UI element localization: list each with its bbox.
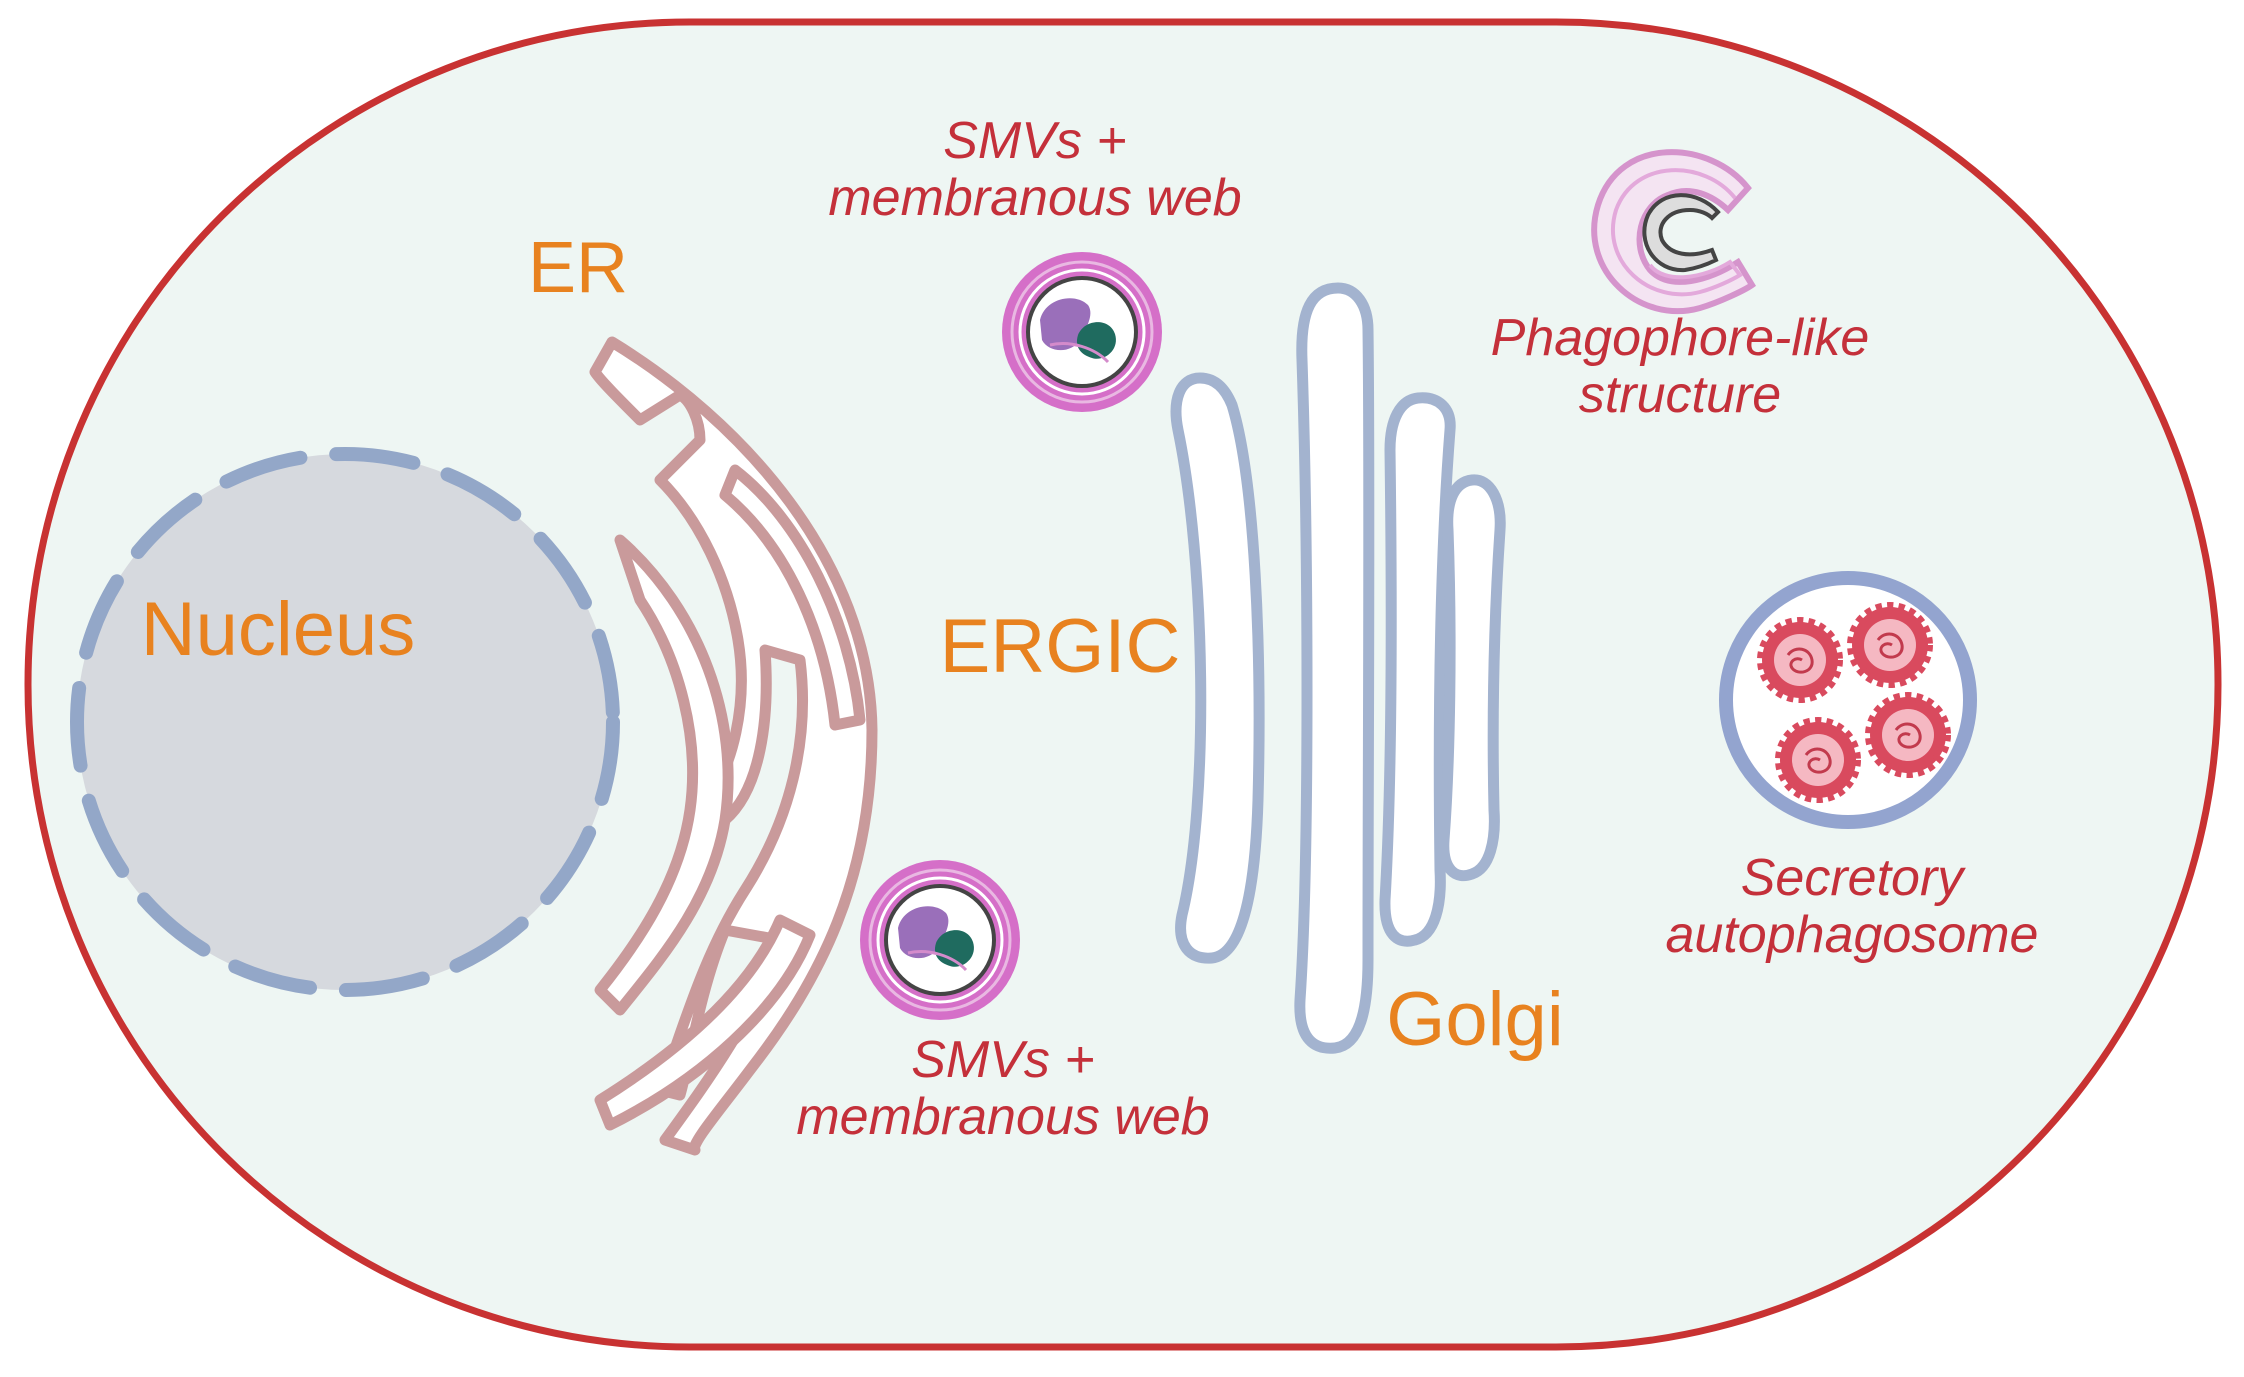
label-smv-top-line1: SMVs +: [943, 112, 1127, 170]
er-cisterna-inner: [594, 534, 734, 1016]
label-secretory-line2: autophagosome: [1666, 906, 2039, 964]
smv-vesicle-top: [1002, 252, 1162, 412]
er-cisterna-mid: [719, 464, 866, 731]
golgi-cisterna-4: [1438, 474, 1506, 882]
label-ergic: ERGIC: [940, 604, 1181, 689]
virion-4: [1775, 717, 1861, 803]
label-smv-bottom-line1: SMVs +: [911, 1031, 1095, 1089]
label-nucleus: Nucleus: [141, 587, 416, 672]
nucleus-body: [70, 447, 620, 997]
phagophore-structure: [1591, 149, 1757, 315]
golgi-cisterna-1: [1170, 372, 1265, 964]
virion-2: [1847, 602, 1933, 688]
label-smv-bottom-line2: membranous web: [796, 1088, 1209, 1146]
nucleus: [70, 447, 620, 997]
label-golgi: Golgi: [1386, 977, 1563, 1062]
cell-membrane: [24, 18, 2222, 1351]
secretory-autophagosome: [1719, 571, 1977, 829]
label-phagophore-line2: structure: [1579, 366, 1781, 424]
virion-1: [1757, 617, 1843, 703]
virion-3: [1865, 692, 1951, 778]
golgi-cisterna-2: [1294, 282, 1375, 1054]
er-cisterna-lower: [594, 914, 816, 1131]
endoplasmic-reticulum: [589, 336, 878, 1156]
golgi-apparatus: [1170, 282, 1506, 1054]
label-phagophore-line1: Phagophore-like: [1491, 309, 1870, 367]
label-smv-top-line2: membranous web: [828, 169, 1241, 227]
smv-vesicle-bottom: [860, 860, 1020, 1020]
label-secretory-line1: Secretory: [1741, 849, 1967, 907]
label-er: ER: [528, 228, 628, 308]
